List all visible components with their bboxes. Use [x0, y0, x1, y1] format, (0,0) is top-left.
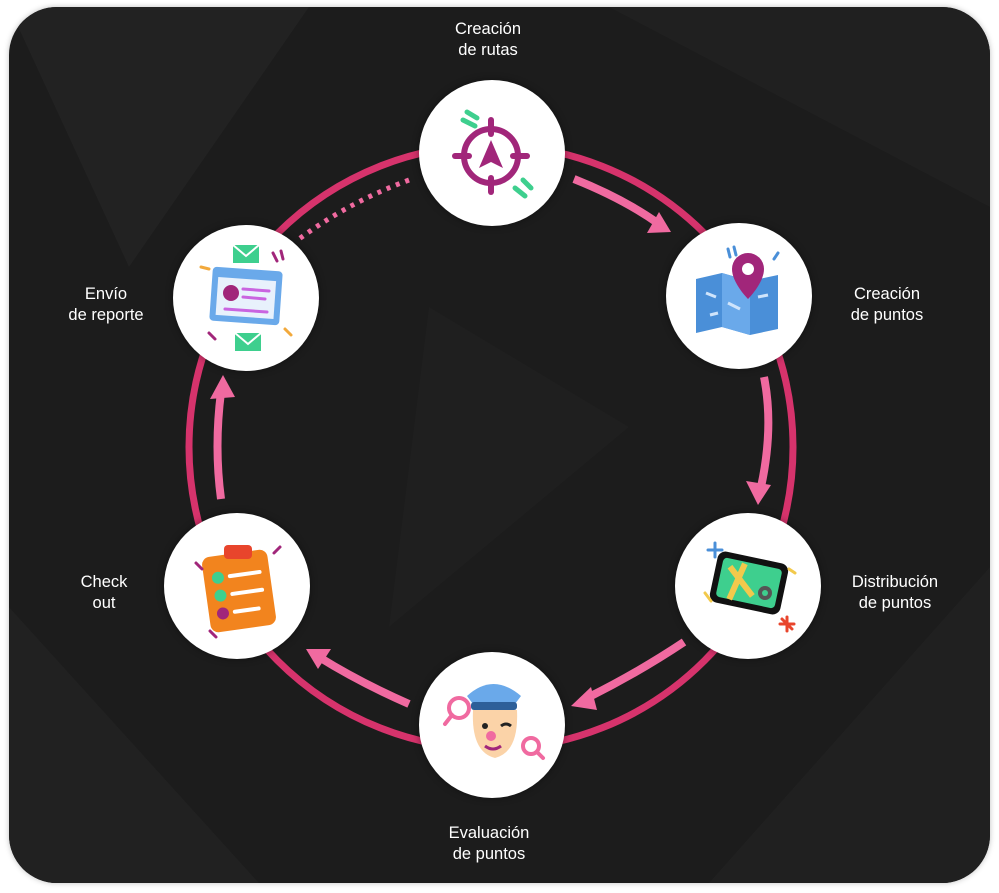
node-creacion-rutas: [419, 80, 565, 226]
dotted-connector: [297, 177, 410, 242]
node-evaluacion-puntos: [419, 652, 565, 798]
arrow-distribucion-to-evaluacion: [587, 638, 687, 701]
cycle-background: [9, 7, 990, 883]
node-distribucion-puntos: [675, 513, 821, 659]
node-creacion-puntos: [666, 223, 812, 369]
arrow-evaluacion-to-checkout: [316, 653, 411, 708]
report-mail-icon: [199, 244, 293, 351]
phone-map-icon: [703, 541, 797, 633]
arrow-heads: [210, 212, 771, 710]
arrow-rutas-to-puntos: [572, 175, 662, 228]
arrow-puntos-to-distribucion: [757, 376, 773, 488]
inspector-icon: [443, 684, 545, 760]
node-envio-reporte: [173, 225, 319, 371]
cycle-arrows: [213, 175, 773, 708]
arrow-checkout-to-reporte: [213, 391, 225, 500]
target-navigation-icon: [452, 109, 534, 199]
node-check-out: [164, 513, 310, 659]
clipboard-checklist-icon: [194, 545, 282, 639]
map-pin-icon: [696, 245, 780, 335]
